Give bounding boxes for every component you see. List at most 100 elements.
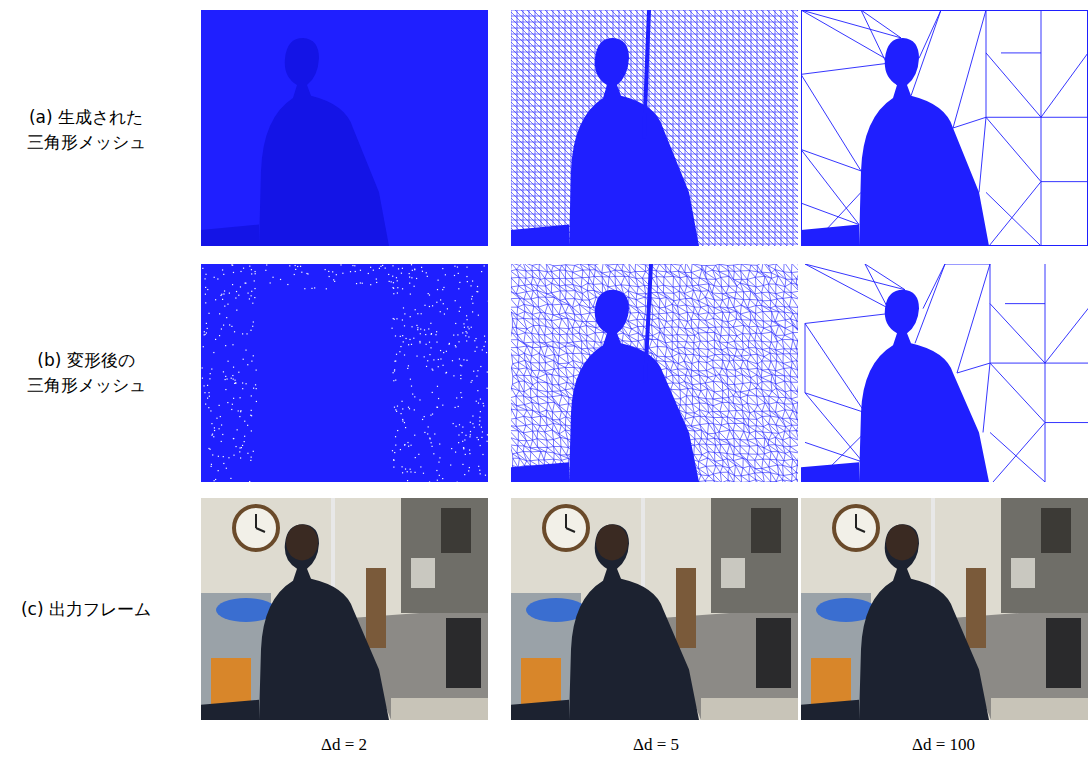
mesh-gap	[402, 420, 403, 421]
mesh-gap	[433, 453, 434, 454]
mesh-gap	[420, 333, 421, 334]
mesh-gap	[470, 434, 471, 435]
mesh-gap	[211, 464, 212, 465]
wall	[511, 498, 798, 720]
mesh-gap	[465, 331, 466, 332]
mesh-gap	[420, 466, 421, 467]
mesh-gap	[295, 265, 296, 266]
mesh-gap	[477, 286, 478, 287]
mesh-gap	[334, 281, 335, 282]
mesh-gap	[458, 341, 459, 342]
mesh-gap	[244, 421, 245, 422]
mesh-gap	[453, 423, 454, 424]
mesh-gap	[382, 265, 383, 266]
triangle-mesh	[511, 264, 798, 482]
mesh-gap	[439, 475, 440, 476]
mesh-gap	[256, 401, 257, 402]
mesh-gap	[254, 271, 255, 272]
mesh-gap	[444, 313, 445, 314]
mesh-gap	[477, 291, 478, 292]
mesh-gap	[407, 480, 408, 481]
mesh-gap	[477, 390, 478, 391]
mesh-gap	[459, 282, 460, 283]
mesh-gap	[215, 479, 216, 480]
panel-ground	[801, 10, 1088, 246]
mesh-gap	[432, 413, 433, 414]
mesh-gap	[380, 266, 381, 267]
mesh-gap	[447, 308, 448, 309]
mesh-gap	[394, 407, 395, 408]
mesh-gap	[233, 378, 234, 379]
mesh-gap	[251, 295, 252, 296]
mesh-gap	[436, 302, 437, 303]
mesh-gap	[482, 349, 483, 350]
mesh-gap	[352, 265, 353, 266]
mesh-gap	[251, 457, 252, 458]
mesh-gap	[211, 423, 212, 424]
mesh-gap	[436, 331, 437, 332]
mesh-gap	[238, 372, 239, 373]
figure-panel	[801, 498, 1088, 720]
monitor	[411, 558, 435, 588]
mesh-gap	[297, 266, 298, 267]
mesh-gap	[486, 352, 487, 353]
mesh-gap	[241, 447, 242, 448]
row-label: (c) 出力フレーム	[11, 597, 161, 622]
mesh-gap	[417, 327, 418, 328]
mesh-gap	[376, 278, 377, 279]
mesh-gap	[231, 264, 232, 265]
mesh-gap	[440, 299, 441, 300]
mesh-gap	[251, 430, 252, 431]
mesh-gap	[208, 313, 209, 314]
mesh-gap	[438, 366, 439, 367]
mesh-gap	[432, 305, 433, 306]
mesh-gap	[414, 396, 415, 397]
mesh-gap	[204, 278, 205, 279]
mesh-gap	[426, 344, 427, 345]
mesh-gap	[408, 365, 409, 366]
head	[886, 524, 918, 560]
mesh-gap	[360, 282, 361, 283]
mesh-gap	[432, 369, 433, 370]
mesh-gap	[243, 359, 244, 360]
mesh-gap	[362, 283, 363, 284]
mesh-gap	[466, 360, 467, 361]
mesh-gap	[415, 457, 416, 458]
mesh-gap	[314, 287, 315, 288]
mesh-gap	[419, 342, 420, 343]
mesh-gap	[230, 478, 231, 479]
mesh-gap	[484, 336, 485, 337]
mesh-gap	[226, 468, 227, 469]
mesh-gap	[280, 279, 281, 280]
mesh-gap	[442, 268, 443, 269]
mesh-gap	[229, 324, 230, 325]
mesh-gap	[430, 323, 431, 324]
mesh-gap	[214, 277, 215, 278]
mesh-gap	[214, 430, 215, 431]
person-silhouette	[511, 38, 699, 246]
mesh-gap	[396, 411, 397, 412]
mesh-gap	[212, 454, 213, 455]
mesh-gap	[238, 295, 239, 296]
mesh-gap	[478, 466, 479, 467]
mesh-gap	[397, 430, 398, 431]
mesh-gap	[460, 378, 461, 379]
mesh-gap	[409, 339, 410, 340]
mesh-gap	[403, 307, 404, 308]
mesh-gap	[235, 382, 236, 383]
mesh-gap	[209, 396, 210, 397]
panel-ground	[511, 10, 798, 246]
mesh-gap	[472, 311, 473, 312]
mesh-gap	[242, 382, 243, 383]
mesh-gap	[431, 446, 432, 447]
mesh-gap	[245, 383, 246, 384]
mesh-gap	[231, 378, 232, 379]
mesh-gap	[400, 346, 401, 347]
mesh-gap	[218, 456, 219, 457]
mesh-gap	[287, 284, 288, 285]
mesh-gap	[253, 388, 254, 389]
mesh-gap	[466, 340, 467, 341]
mesh-gap	[400, 413, 401, 414]
mesh-gap	[407, 471, 408, 472]
mesh-gap	[256, 388, 257, 389]
